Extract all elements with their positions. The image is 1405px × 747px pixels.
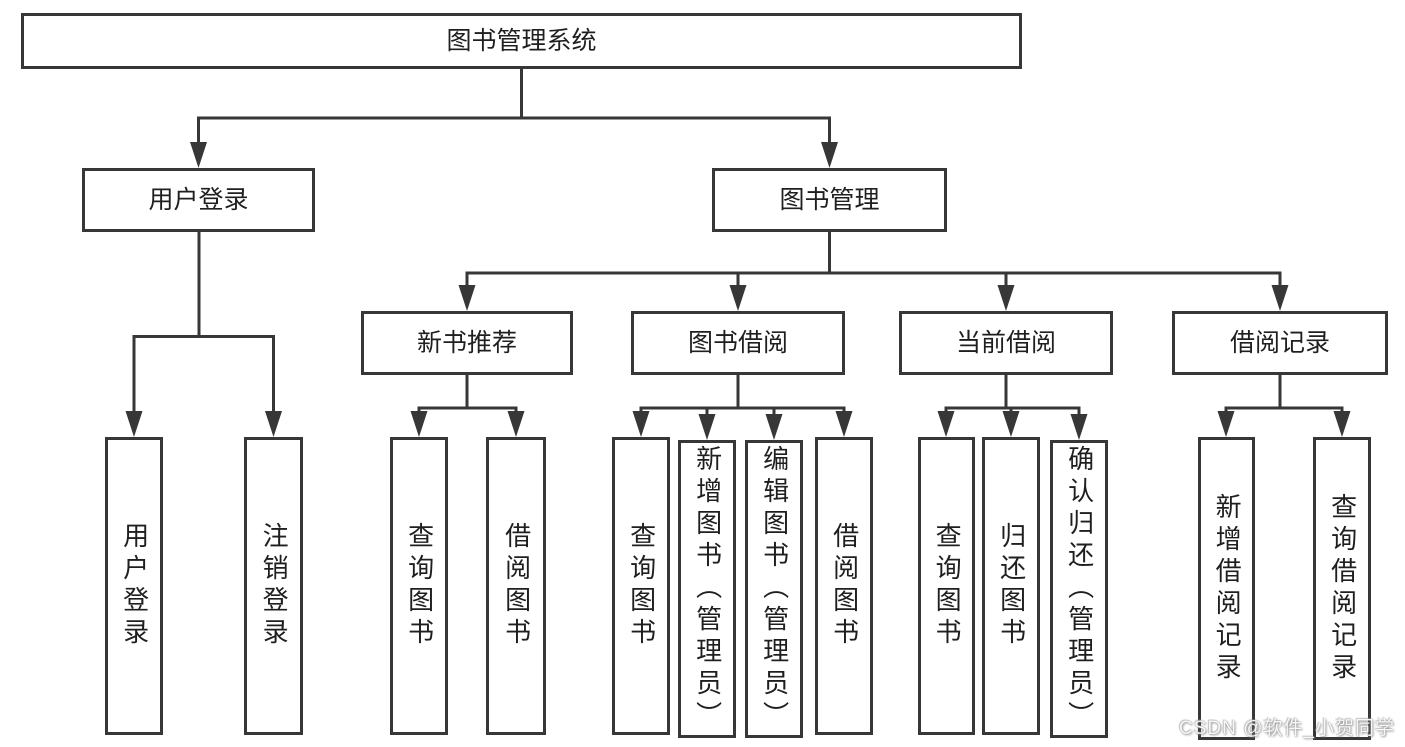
node-leaf-query-book-3: 查询图书 [918, 437, 975, 735]
edge-borrow-records-children [1224, 373, 1344, 414]
node-leaf-query-book-1: 查询图书 [390, 437, 448, 735]
node-borrow-records: 借阅记录 [1172, 311, 1388, 375]
arrowheads [125, 142, 1351, 440]
node-leaf-borrow-book-1: 借阅图书 [486, 437, 546, 735]
edge-user-login-children [132, 230, 275, 413]
node-user-login: 用户登录 [82, 168, 315, 232]
node-leaf-borrow-book-2: 借阅图书 [815, 437, 873, 735]
node-leaf-user-login: 用户登录 [105, 437, 163, 735]
node-leaf-edit-book: 编辑图书（管理员） [745, 440, 803, 738]
node-new-book-recommend: 新书推荐 [361, 311, 573, 375]
node-leaf-query-book-2: 查询图书 [612, 437, 670, 735]
node-current-borrow: 当前借阅 [899, 311, 1113, 375]
node-book-borrow: 图书借阅 [631, 311, 845, 375]
edge-current-borrow-children [944, 373, 1081, 416]
edge-root-to-level2 [197, 67, 831, 144]
node-root: 图书管理系统 [21, 13, 1022, 69]
node-leaf-add-book: 新增图书（管理员） [678, 440, 736, 738]
edge-book-management-children [465, 230, 1282, 288]
node-leaf-query-borrow-record: 查询借阅记录 [1313, 437, 1371, 740]
csdn-watermark: CSDN @软件_小贺同学 [1179, 718, 1395, 739]
edge-book-borrow-children [639, 373, 846, 416]
edge-new-book-recommend-children [417, 373, 518, 414]
node-leaf-add-borrow-record: 新增借阅记录 [1198, 437, 1255, 740]
node-leaf-confirm-return: 确认归还（管理员） [1050, 440, 1108, 738]
node-book-management: 图书管理 [712, 168, 947, 232]
node-leaf-logout: 注销登录 [244, 437, 303, 735]
node-leaf-return-book: 归还图书 [982, 437, 1040, 735]
